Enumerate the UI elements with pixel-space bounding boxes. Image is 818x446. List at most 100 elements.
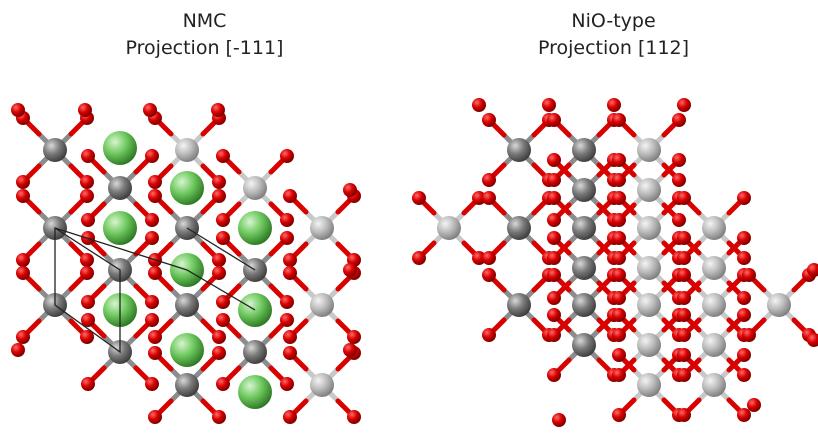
nmc-octahedron <box>16 111 94 189</box>
oxygen-atom <box>742 268 756 282</box>
nio-octahedron <box>612 113 686 187</box>
transition-metal-atom <box>507 138 531 162</box>
oxygen-atom <box>547 291 561 305</box>
oxygen-atom <box>677 291 691 305</box>
oxygen-atom <box>747 398 761 412</box>
oxygen-atom <box>472 251 486 265</box>
nmc-octahedron <box>283 189 361 267</box>
oxygen-atom <box>80 189 94 203</box>
nmc-octahedron <box>216 149 294 227</box>
oxygen-atom <box>343 183 357 197</box>
nmc-structure-diagram <box>11 103 361 424</box>
oxygen-atom <box>677 251 691 265</box>
oxygen-atom <box>677 191 691 205</box>
oxygen-atom <box>280 295 294 309</box>
nio-panel: NiO-type Projection [112] <box>409 0 818 446</box>
transition-metal-atom <box>702 216 726 240</box>
oxygen-atom <box>612 251 626 265</box>
nmc-octahedron <box>216 313 294 391</box>
transition-metal-atom <box>43 138 67 162</box>
transition-metal-atom <box>637 373 661 397</box>
oxygen-atom <box>547 153 561 167</box>
transition-metal-atom <box>310 373 334 397</box>
nmc-octahedron <box>148 189 226 267</box>
nio-octahedron <box>677 231 751 305</box>
oxygen-atom <box>547 213 561 227</box>
nmc-octahedron <box>81 149 159 227</box>
nio-octahedron <box>742 268 816 342</box>
nmc-octahedron <box>148 346 226 424</box>
oxygen-atom <box>607 98 621 112</box>
nmc-panel: NMC Projection [-111] <box>0 8 409 424</box>
nio-octahedron <box>482 113 556 187</box>
oxygen-atom <box>412 251 426 265</box>
nio-octahedron <box>412 191 486 265</box>
oxygen-atom <box>677 231 691 245</box>
oxygen-atom <box>148 330 162 344</box>
nio-octahedron <box>547 268 621 342</box>
oxygen-atom <box>343 343 357 357</box>
transition-metal-atom <box>108 176 132 200</box>
oxygen-atom <box>212 330 226 344</box>
oxygen-atom <box>612 153 626 167</box>
transition-metal-atom <box>310 293 334 317</box>
nmc-octahedron <box>148 266 226 344</box>
oxygen-atom <box>212 189 226 203</box>
nio-structure-diagram <box>412 98 818 427</box>
oxygen-atom <box>347 330 361 344</box>
transition-metal-atom <box>572 293 596 317</box>
oxygen-atom <box>677 308 691 322</box>
oxygen-atom <box>737 368 751 382</box>
oxygen-atom <box>547 268 561 282</box>
transition-metal-atom <box>637 216 661 240</box>
transition-metal-atom <box>175 138 199 162</box>
oxygen-atom <box>343 263 357 277</box>
oxygen-atom <box>737 231 751 245</box>
transition-metal-atom <box>572 138 596 162</box>
oxygen-atom <box>148 346 162 360</box>
oxygen-atom <box>81 377 95 391</box>
transition-metal-atom <box>702 373 726 397</box>
oxygen-atom <box>148 266 162 280</box>
nio-octahedron <box>612 308 686 382</box>
oxygen-atom <box>145 231 159 245</box>
oxygen-atom <box>80 175 94 189</box>
transition-metal-atom <box>175 373 199 397</box>
oxygen-atom <box>16 175 30 189</box>
oxygen-atom <box>482 173 496 187</box>
unit-cell-outline <box>54 227 256 354</box>
oxygen-atom <box>16 266 30 280</box>
nio-octahedron <box>677 191 751 265</box>
oxygen-atom <box>81 295 95 309</box>
oxygen-atom <box>145 295 159 309</box>
oxygen-atom <box>677 268 691 282</box>
nio-octahedron <box>547 191 621 265</box>
nmc-title: NMC Projection [-111] <box>0 8 409 62</box>
oxygen-atom <box>212 410 226 424</box>
oxygen-atom <box>145 377 159 391</box>
oxygen-atom <box>81 213 95 227</box>
nmc-octahedron <box>216 231 294 309</box>
oxygen-atom <box>145 213 159 227</box>
transition-metal-atom <box>637 293 661 317</box>
nio-octahedron <box>482 191 556 265</box>
oxygen-atom <box>283 346 297 360</box>
oxygen-atom <box>216 213 230 227</box>
oxygen-atom <box>737 308 751 322</box>
nmc-octahedron <box>16 266 94 344</box>
oxygen-atom <box>612 268 626 282</box>
oxygen-atom <box>211 103 225 117</box>
oxygen-atom <box>737 191 751 205</box>
oxygen-atom <box>737 408 751 422</box>
oxygen-atom <box>216 231 230 245</box>
oxygen-atom <box>283 266 297 280</box>
oxygen-atom <box>482 191 496 205</box>
transition-metal-atom <box>702 256 726 280</box>
nio-title: NiO-type Projection [112] <box>409 8 818 62</box>
oxygen-atom <box>16 330 30 344</box>
oxygen-atom <box>672 113 686 127</box>
oxygen-atom <box>280 377 294 391</box>
oxygen-atom <box>612 348 626 362</box>
oxygen-atom <box>212 175 226 189</box>
nio-octahedron <box>677 348 751 422</box>
